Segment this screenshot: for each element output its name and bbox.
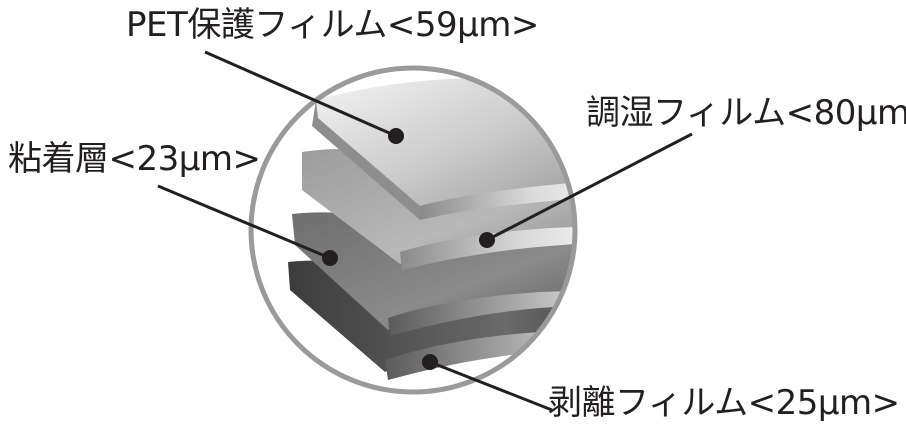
humidity-leader-dot	[479, 232, 495, 248]
adhesive-leader-line	[157, 184, 331, 260]
pet-leader-dot	[388, 128, 404, 144]
adhesive-leader-dot	[322, 250, 338, 266]
layer-stack	[288, 78, 575, 380]
humidity-leader-line	[486, 132, 693, 242]
magnifier-circle	[248, 65, 578, 395]
adhesive-layer-label: 粘着層<23μm>	[8, 139, 261, 179]
release-leader-line	[429, 360, 553, 412]
release-leader-dot	[422, 354, 438, 370]
pet-leader-line	[204, 50, 397, 138]
adhesive-layer-edge	[388, 290, 575, 336]
pet-film-label: PET保護フィルム<59μm>	[126, 5, 539, 45]
pet-film-edge	[312, 100, 420, 220]
release-film-label: 剥離フィルム<25μm>	[548, 383, 900, 423]
humidity-film-edge	[400, 226, 575, 270]
pet-film-front-edge	[420, 180, 575, 220]
humidity-film-label: 調湿フィルム<80μm>	[586, 93, 906, 133]
